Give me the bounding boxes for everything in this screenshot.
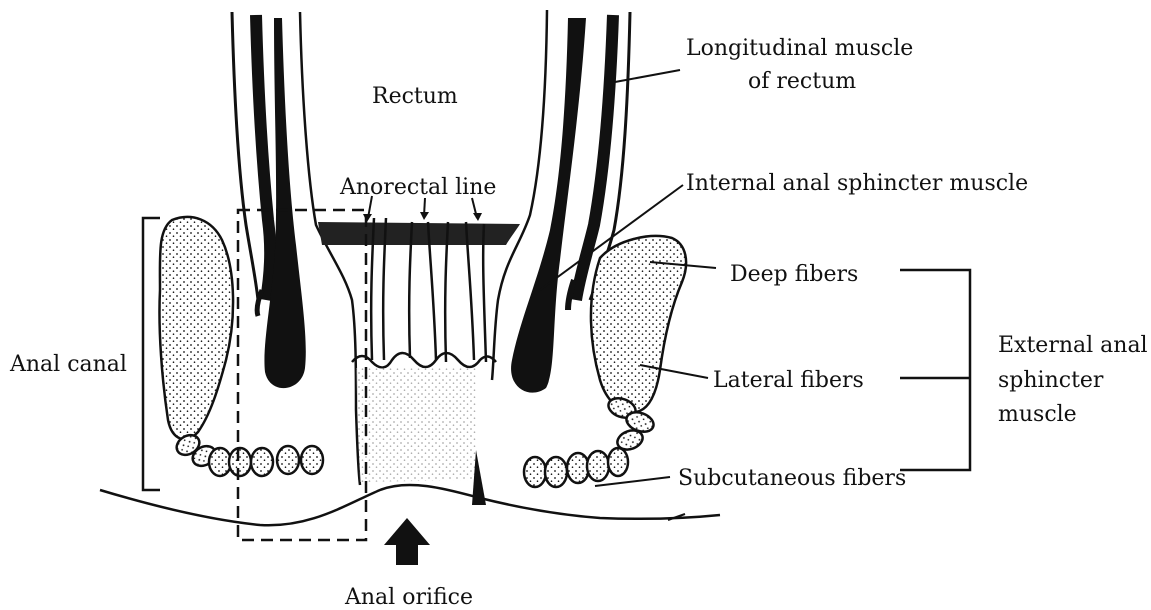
left-subcutaneous-fibers (173, 431, 323, 476)
left-mucosa-line (300, 12, 360, 485)
label-anal-canal: Anal canal (9, 352, 127, 377)
skin-surface (100, 485, 720, 525)
label-subcutaneous-fibers: Subcutaneous fibers (678, 466, 906, 491)
anal-canal-lower-zone (356, 368, 476, 482)
label-anorectal-line: Anorectal line (339, 175, 496, 200)
label-longitudinal-line2: of rectum (748, 69, 856, 94)
up-arrow-icon (384, 518, 430, 565)
right-subcutaneous-fibers (524, 448, 628, 487)
label-external-line2: sphincter (998, 368, 1104, 393)
right-internal-sphincter (511, 18, 586, 393)
external-sphincter-bracket (900, 270, 970, 470)
left-external-sphincter-deep (159, 217, 233, 439)
label-anal-orifice: Anal orifice (344, 585, 473, 610)
right-external-sphincter-deep (591, 236, 686, 412)
label-internal-sphincter: Internal anal sphincter muscle (686, 171, 1028, 196)
anorectal-band (318, 222, 520, 245)
anal-canal-bracket (143, 218, 160, 490)
label-external-line1: External anal (998, 333, 1148, 358)
label-deep-fibers: Deep fibers (730, 262, 858, 287)
anorectal-arrowheads (363, 212, 482, 222)
label-external-line3: muscle (998, 402, 1077, 427)
left-longitudinal-muscle (256, 15, 270, 300)
label-lateral-fibers: Lateral fibers (713, 368, 864, 393)
label-rectum: Rectum (372, 84, 458, 109)
label-longitudinal-line1: Longitudinal muscle (686, 36, 913, 61)
left-fiber-strand (257, 290, 262, 316)
